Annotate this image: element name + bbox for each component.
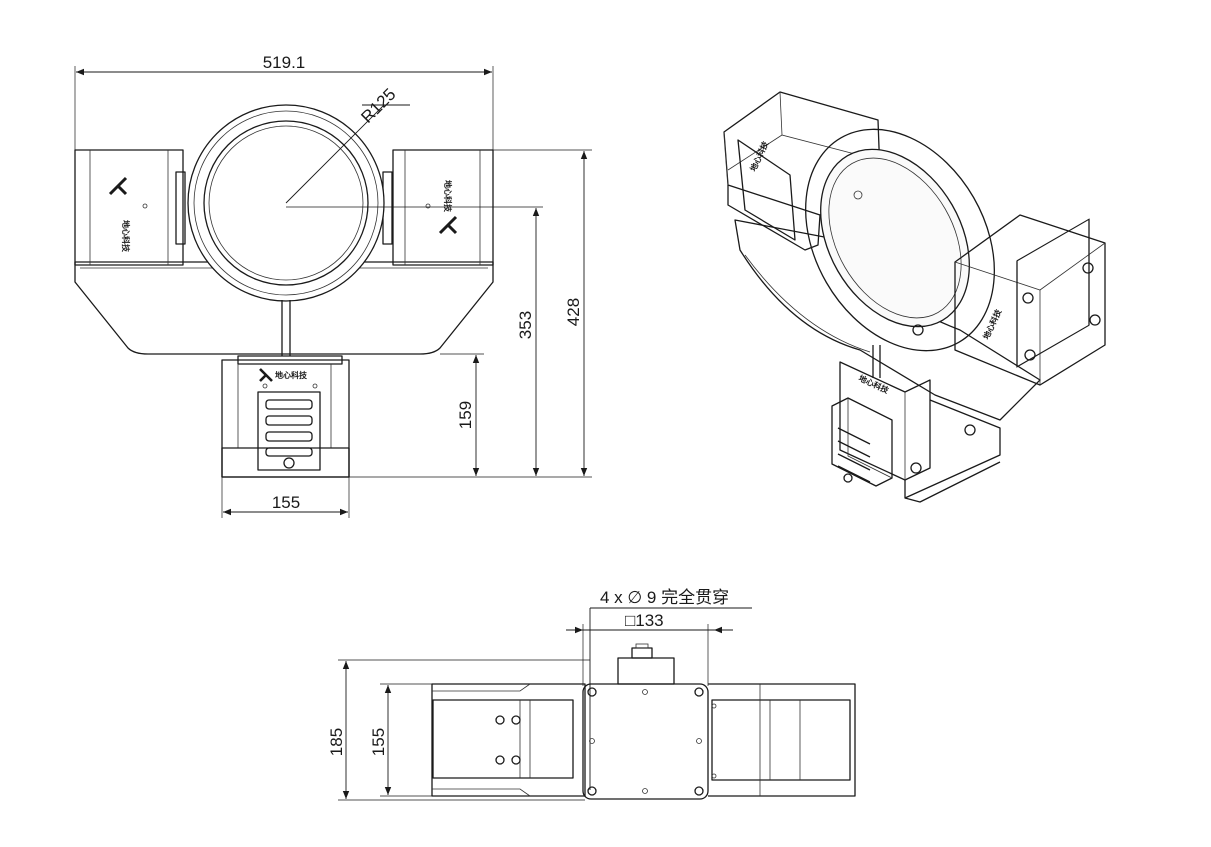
x-logo-icon (438, 215, 458, 235)
x-logo-icon (259, 368, 273, 382)
height-base-label: 159 (456, 401, 475, 429)
logo-text-left: 地心科技 (121, 220, 131, 253)
x-logo-icon (108, 176, 128, 196)
iso-connector-panel (831, 397, 893, 487)
front-view: 地心科技 地心科技 R125 (74, 53, 592, 518)
iso-base: 地心科技 (839, 361, 1001, 503)
width-label: 519.1 (263, 53, 306, 72)
mount-plate (582, 683, 709, 800)
height-inner-label: 155 (369, 728, 388, 756)
logo-text-right: 地心科技 (443, 180, 453, 213)
iso-logo-back: 地心科技 (748, 139, 771, 173)
isometric-view: 地心科技 地心科技 (723, 91, 1106, 503)
iso-logo-front: 地心科技 (981, 307, 1004, 341)
logo-text-base: 地心科技 (275, 370, 308, 380)
square-label: □133 (625, 611, 664, 630)
yoke-body (74, 261, 494, 355)
left-motor: 地心科技 (74, 149, 186, 266)
height-center-label: 353 (516, 311, 535, 339)
iso-logo-base: 地心科技 (857, 373, 891, 396)
height-outer-label: 185 (327, 728, 346, 756)
base-box: 地心科技 (221, 355, 350, 478)
iso-front-motor: 地心科技 (954, 214, 1106, 386)
hole-note: 4 x ∅ 9 完全贯穿 (600, 588, 729, 607)
radius-leader (285, 104, 385, 204)
radius-label: R125 (357, 85, 399, 127)
base-width-label: 155 (272, 493, 300, 512)
right-motor: 地心科技 (382, 149, 494, 266)
iso-ring (805, 128, 995, 352)
height-overall-label: 428 (564, 298, 583, 326)
bottom-view: 4 x ∅ 9 完全贯穿 □133 (327, 588, 856, 801)
